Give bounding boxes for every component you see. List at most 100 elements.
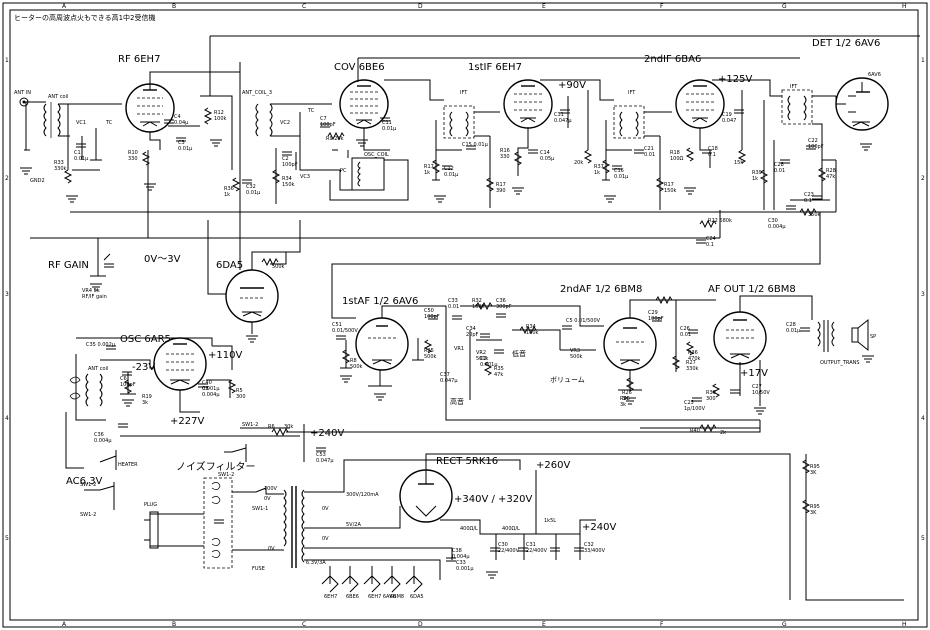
osc-coil-label: OSC_COIL [364,152,389,158]
tr-63v-label: 6.3V/3A [306,560,326,566]
ant-coil-rf [43,102,61,138]
part-value-label: 20k [574,160,583,166]
pc-label: PC [340,168,347,174]
tube-osc [153,337,207,391]
part-value-label: C15 0.01μ [462,142,489,148]
treble-label: 高音 [450,397,464,406]
border-row-marker: 3 [5,291,9,298]
vc2-label: VC2 [280,120,290,126]
tube-if1 [503,79,553,129]
voltage-osc-grid-label: -23V [132,362,155,373]
border-column-marker: F [660,621,664,628]
border-column-marker: F [660,3,664,10]
tube-rf [125,83,175,133]
wiring [24,35,920,601]
border-row-marker: 4 [921,415,925,422]
speaker-label: SP [870,334,876,340]
tr-0v-label: 0V [264,496,271,502]
tc1-label: TC [105,120,113,126]
power-transformer [283,486,305,568]
tube-det-pin-label: 6AV6 [868,72,881,78]
tube-if1-label: 1stIF 6EH7 [468,62,522,73]
tube-det-label: DET 1/2 6AV6 [812,38,880,49]
border-column-marker: A [62,621,67,628]
heater-load-label: 6EH7 [324,594,337,600]
schematic-title: ヒーターの高周波点火もできる高1中2受信機 [14,13,156,22]
ant-in-jack [19,97,29,107]
voltage-bplus-240b-label: +240V [582,522,616,533]
border-column-marker: A [62,3,67,10]
border-row-marker: 4 [5,415,9,422]
tube-af1 [355,317,409,371]
border-column-marker: B [172,3,176,10]
border-row-marker: 5 [921,535,925,542]
tube-cov-label: COV 6BE6 [334,62,385,73]
ift3-label: IFT [790,84,798,90]
sw1-1-label: SW1-1 [252,506,268,512]
tr-5v-label: 5V/2A [346,522,361,528]
tube-agc-label: 6DA5 [216,260,243,271]
ant-coil-3 [255,103,273,137]
voltage-osc-plate-label: +110V [208,350,242,361]
border-column-marker: G [782,621,787,628]
border-row-marker: 2 [921,175,925,182]
tube-af2 [603,317,657,371]
border-column-marker: H [902,621,907,628]
ant-coil-3-label: ANT_COIL_3 [242,90,272,96]
ground-symbols [20,139,874,579]
vr4-label: VR4 5k [82,288,100,294]
part-value-label: R40 [690,428,700,434]
ift-3 [781,89,813,125]
part-value-label: 500k [272,264,285,270]
tr-0v3-label: 0V [322,506,329,512]
part-value-label: 2k [720,430,726,436]
tube-rect [399,469,453,523]
output-trans-label: OUTPUT_TRANS [820,360,860,366]
ant-coil-label: ANT coil [48,94,68,100]
voltage-bplus-240a-label: +240V [310,428,344,439]
heater-load-label: 6DA5 [410,594,424,600]
tr-100v-label: 100V [264,486,278,492]
voltage-rect-label: +340V / +320V [454,494,532,505]
border-column-marker: H [902,3,907,10]
voltage-bplus-260-label: +260V [536,460,570,471]
plug-label: PLUG [144,502,157,508]
border-column-marker: D [418,621,423,628]
ift-1 [443,105,475,139]
ift1-label: IFT [460,90,468,96]
tube-af1-label: 1stAF 1/2 6AV6 [342,296,418,307]
voltage-if2-label: +125V [718,74,752,85]
rf-gain-range-label: 0V〜3V [144,254,181,265]
